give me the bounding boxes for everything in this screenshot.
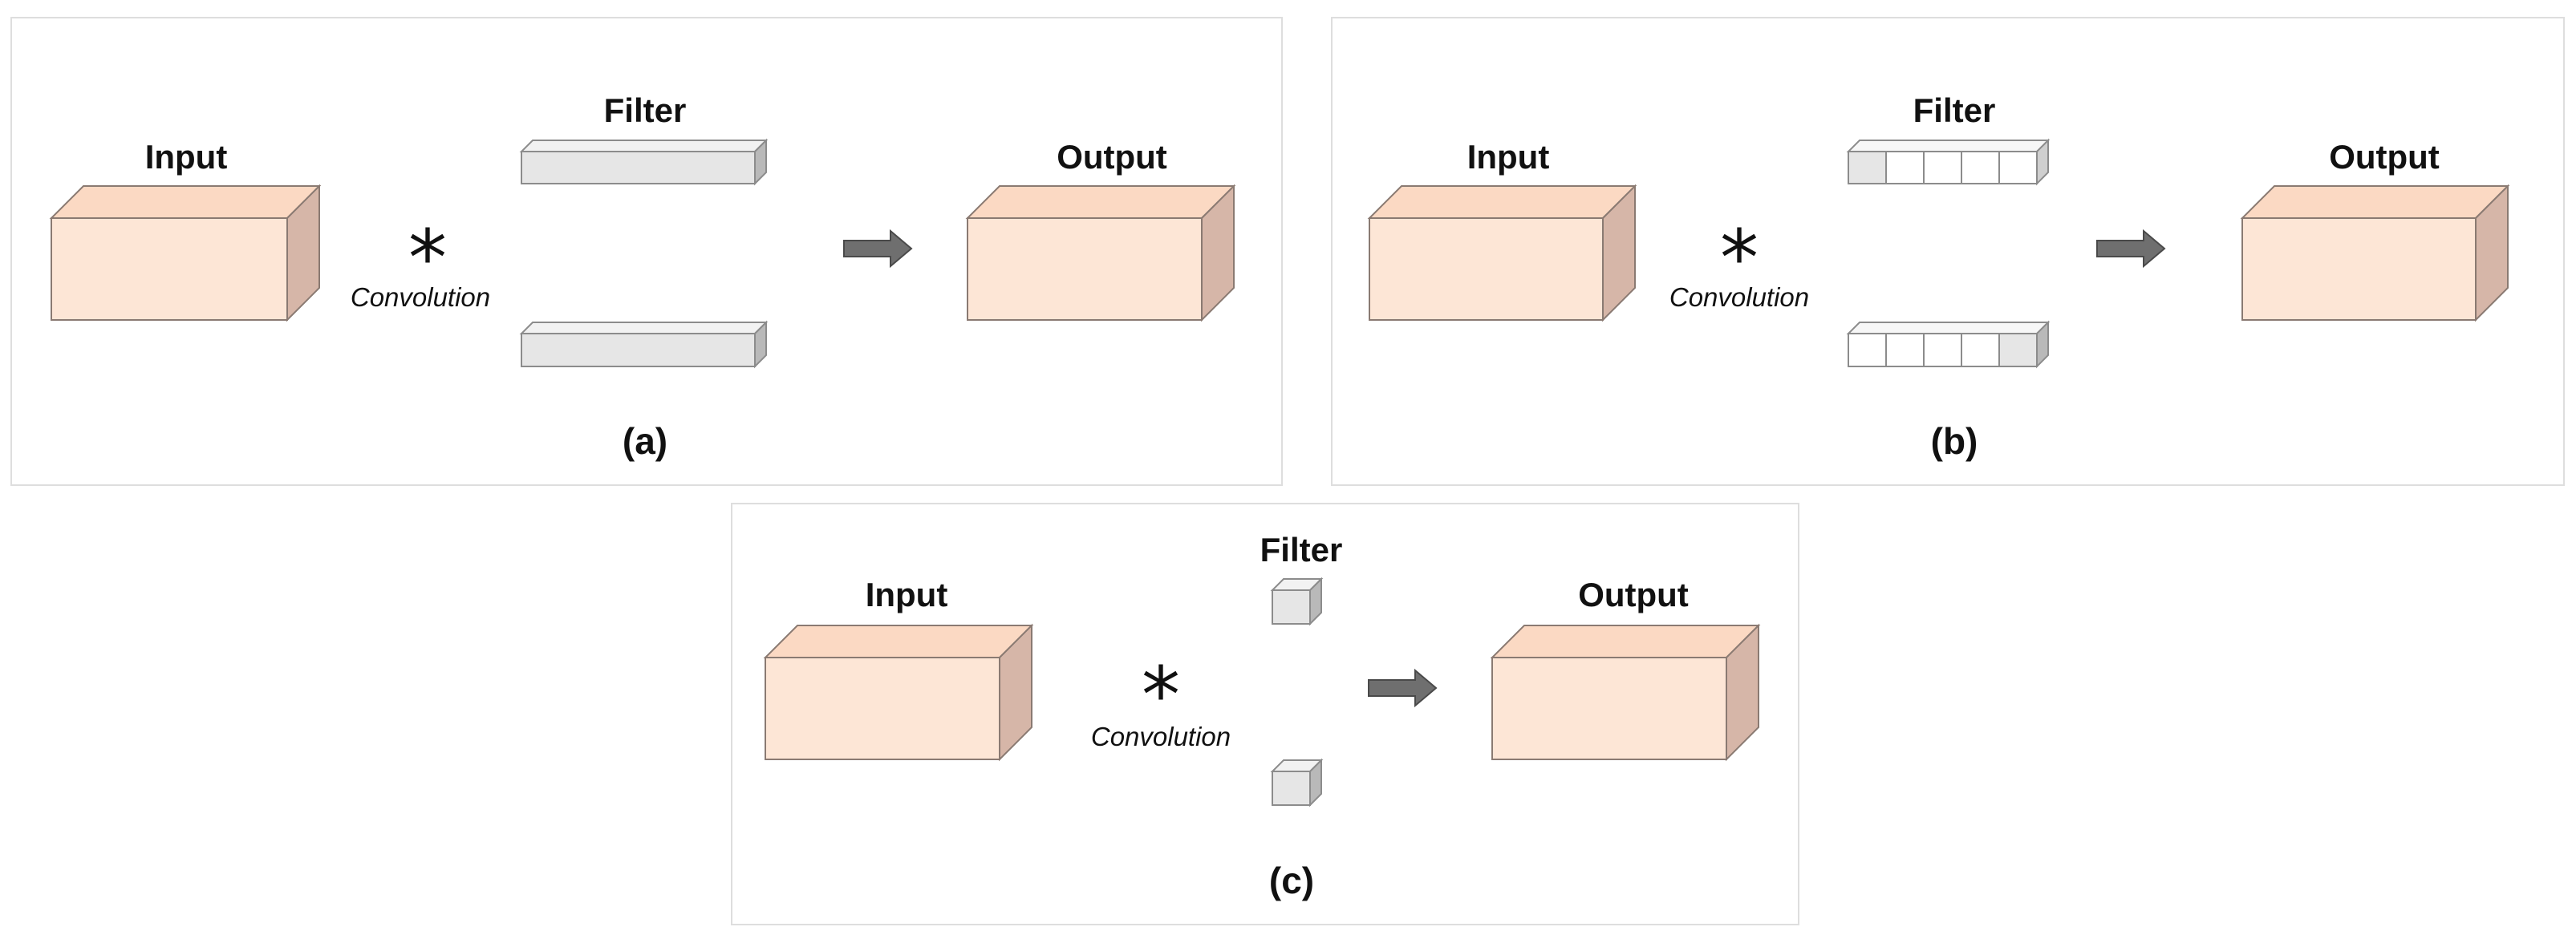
output-label: Output (1578, 576, 1689, 613)
panel-a: Input * Convolution Filter Output (a) (10, 17, 1283, 486)
panel-caption: (c) (1269, 860, 1314, 901)
input-label: Input (145, 138, 228, 176)
convolution-symbol: * (408, 213, 447, 303)
filter-segmented-top (1846, 138, 2051, 186)
filter-cube-top (1270, 577, 1324, 626)
panel-b: Input * Convolution Filter (1331, 17, 2565, 486)
input-box (763, 623, 1034, 762)
convolution-label: Convolution (1091, 722, 1231, 751)
input-box (49, 184, 322, 322)
filter-bar-top (519, 138, 769, 186)
output-label: Output (1057, 138, 1167, 176)
output-box (965, 184, 1236, 322)
input-label: Input (866, 576, 948, 613)
right-arrow-icon (843, 229, 913, 269)
panel-caption: (b) (1931, 420, 1978, 462)
panel-caption: (a) (623, 420, 667, 462)
convolution-symbol: * (1142, 650, 1180, 740)
output-box (1490, 623, 1761, 762)
output-box (2240, 184, 2510, 322)
input-box (1367, 184, 1637, 322)
filter-segmented-bottom (1846, 320, 2051, 369)
output-label: Output (2329, 138, 2440, 176)
panel-c: Input * Convolution Filter Output (c) (731, 503, 1799, 925)
filter-cube-bottom (1270, 758, 1324, 807)
right-arrow-icon (1368, 668, 1438, 708)
convolution-symbol: * (1720, 213, 1759, 303)
filter-bar-bottom (519, 320, 769, 369)
input-label: Input (1467, 138, 1550, 176)
convolution-label: Convolution (1669, 282, 1809, 312)
filter-label: Filter (604, 91, 687, 129)
right-arrow-icon (2096, 229, 2166, 269)
filter-label: Filter (1260, 531, 1343, 569)
convolution-label: Convolution (351, 282, 490, 312)
filter-label: Filter (1913, 91, 1996, 129)
